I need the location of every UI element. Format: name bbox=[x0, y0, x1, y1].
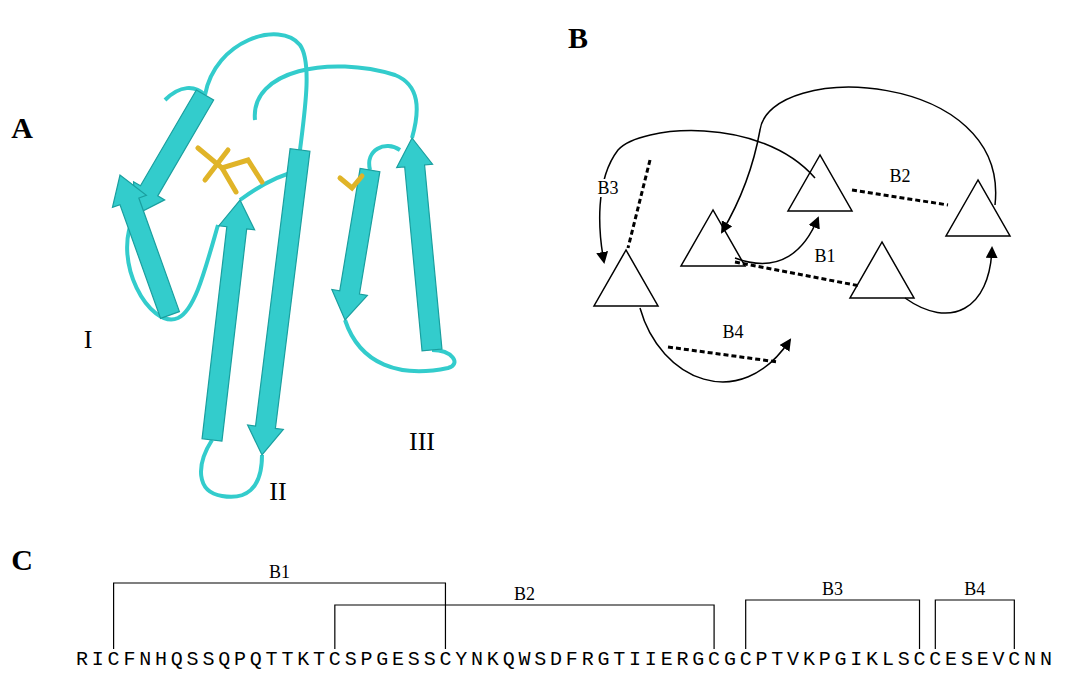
chain-arrow bbox=[905, 248, 992, 313]
loop-tube bbox=[369, 146, 400, 170]
loop-label: III bbox=[409, 429, 435, 455]
loop-label: II bbox=[269, 479, 286, 505]
beta-strand bbox=[332, 168, 380, 320]
panel-letter: B bbox=[568, 23, 588, 53]
bond-label: B2 bbox=[887, 167, 912, 185]
topology-diagram bbox=[594, 87, 1010, 382]
bond-bracket bbox=[935, 600, 1014, 649]
sequence: RICFNHQSSQPQTTKTCSPGESSCYNKQWSDFRGTIIERG… bbox=[76, 650, 1056, 670]
strand-triangle bbox=[850, 242, 914, 298]
bond-label: B2 bbox=[512, 585, 537, 603]
strand-triangle bbox=[946, 180, 1010, 236]
bond-label: B1 bbox=[267, 563, 292, 581]
strand-triangle bbox=[788, 155, 852, 211]
disulfide-stick bbox=[222, 168, 236, 192]
chain-arrow bbox=[735, 218, 818, 263]
bond-bracket bbox=[746, 600, 920, 649]
bond-bracket bbox=[335, 605, 714, 649]
loop-tube bbox=[205, 34, 307, 150]
bond-label: B1 bbox=[812, 247, 837, 265]
loop-tube bbox=[201, 440, 262, 497]
chain-arrow bbox=[600, 131, 815, 262]
beta-strand bbox=[112, 175, 179, 318]
disulfide-brackets bbox=[114, 583, 1015, 649]
disulfide-dotted-line bbox=[735, 262, 860, 286]
disulfide-stick bbox=[205, 150, 228, 180]
bond-label: B4 bbox=[962, 580, 987, 598]
beta-strand bbox=[248, 149, 310, 455]
disulfide-dotted-line bbox=[668, 347, 778, 362]
chain-arrow bbox=[722, 87, 996, 232]
chain-arrow bbox=[640, 308, 790, 382]
disulfide-stick bbox=[340, 176, 362, 188]
beta-strand bbox=[202, 200, 255, 441]
panel-letter: A bbox=[11, 113, 33, 143]
loop-label: I bbox=[84, 327, 93, 353]
protein-cartoon bbox=[112, 34, 454, 496]
disulfide-dotted-line bbox=[628, 160, 650, 248]
panel-letter: C bbox=[11, 545, 33, 575]
loop-tube bbox=[255, 66, 417, 138]
bond-label: B4 bbox=[720, 323, 745, 341]
disulfide-dotted-line bbox=[852, 190, 948, 205]
bond-bracket bbox=[114, 583, 446, 649]
bond-label: B3 bbox=[595, 179, 620, 197]
beta-strand bbox=[397, 138, 442, 351]
bond-label: B3 bbox=[820, 580, 845, 598]
